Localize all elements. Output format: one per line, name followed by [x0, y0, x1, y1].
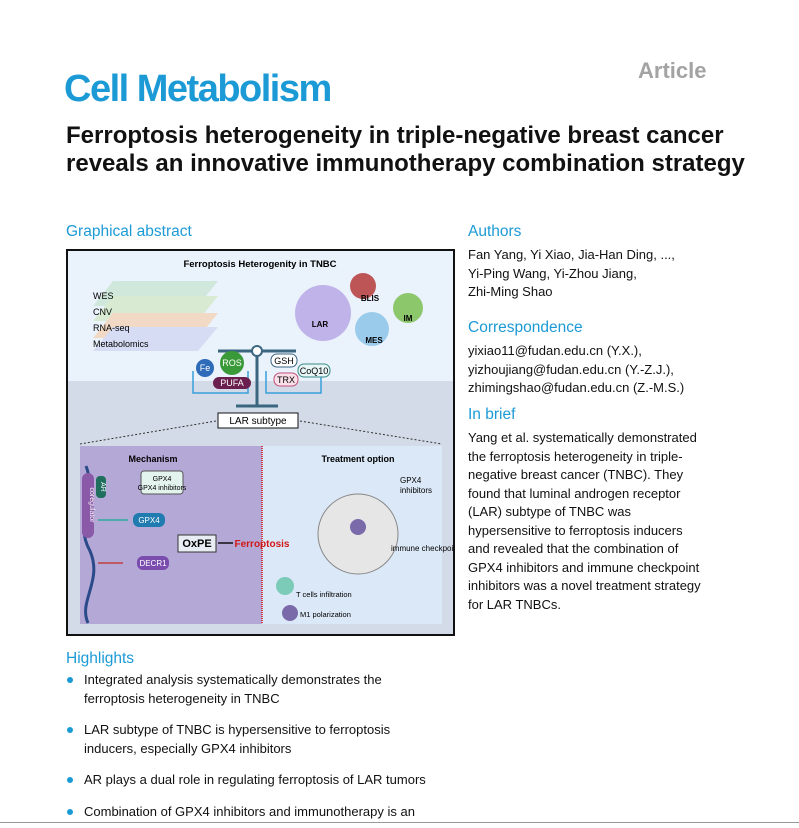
svg-text:DECR1: DECR1: [139, 559, 167, 568]
omics-cnv: CNV: [93, 307, 112, 317]
highlight-item: Combination of GPX4 inhibitors and immun…: [66, 803, 456, 822]
in-brief-heading: In brief: [468, 406, 516, 423]
page-edge-divider: [0, 822, 799, 823]
highlight-item: AR plays a dual role in regulating ferro…: [66, 771, 456, 790]
authors-line: Zhi-Ming Shao: [468, 284, 553, 299]
svg-text:ROS: ROS: [222, 358, 242, 368]
email-link[interactable]: yizhoujiang@fudan.edu.cn (Y.-Z.J.),: [468, 361, 674, 377]
authors-heading: Authors: [468, 223, 522, 240]
graphical-abstract-heading: Graphical abstract: [66, 223, 192, 240]
svg-text:IM: IM: [404, 314, 413, 323]
svg-text:OxPE: OxPE: [182, 538, 211, 550]
svg-text:PUFA: PUFA: [220, 378, 244, 388]
mes-cluster-icon: [355, 312, 389, 346]
omics-metabolomics: Metabolomics: [93, 339, 149, 349]
im-cluster-icon: [393, 293, 423, 323]
ferroptosis-label: Ferroptosis: [234, 539, 289, 550]
svg-text:MES: MES: [365, 336, 383, 345]
svg-text:AR: AR: [99, 482, 106, 492]
svg-text:CoQ10: CoQ10: [300, 366, 329, 376]
svg-text:LAR: LAR: [312, 320, 329, 329]
article-type: Article: [638, 58, 707, 83]
highlight-item: Integrated analysis systematically demon…: [66, 671, 456, 708]
svg-text:GSH: GSH: [274, 356, 294, 366]
svg-text:GPX4: GPX4: [138, 516, 160, 525]
svg-text:TRX: TRX: [277, 375, 295, 385]
svg-text:immune checkpoint blockade: immune checkpoint blockade: [391, 544, 453, 553]
omics-rnaseq: RNA-seq: [93, 323, 130, 333]
lar-subtype-label: LAR subtype: [229, 416, 287, 427]
highlights-list: Integrated analysis systematically demon…: [66, 671, 456, 821]
paper-title: Ferroptosis heterogeneity in triple-nega…: [66, 122, 745, 177]
authors-line: Fan Yang, Yi Xiao, Jia-Han Ding, ...,: [468, 247, 675, 262]
authors-list: Fan Yang, Yi Xiao, Jia-Han Ding, ..., Yi…: [468, 246, 675, 302]
svg-text:coregulator: coregulator: [88, 487, 95, 523]
svg-text:T cells infiltration: T cells infiltration: [296, 590, 352, 599]
journal-name: Cell Metabolism: [64, 68, 332, 110]
graphical-abstract-figure: Ferroptosis Heterogenity in TNBC WES CNV…: [66, 249, 495, 636]
lar-cluster-icon: [295, 285, 351, 341]
svg-text:GPX4: GPX4: [153, 476, 172, 483]
authors-line: Yi-Ping Wang, Yi-Zhou Jiang,: [468, 265, 637, 281]
correspondence-heading: Correspondence: [468, 319, 583, 336]
figure-title: Ferroptosis Heterogenity in TNBC: [183, 259, 336, 270]
highlight-item: LAR subtype of TNBC is hypersensitive to…: [66, 721, 456, 758]
svg-text:Mechanism: Mechanism: [128, 454, 177, 464]
svg-text:Fe: Fe: [200, 363, 211, 373]
highlights-heading: Highlights: [66, 650, 135, 667]
svg-text:GPX4 inhibitors: GPX4 inhibitors: [138, 485, 187, 492]
email-link[interactable]: zhimingshao@fudan.edu.cn (Z.-M.S.): [468, 380, 685, 395]
correspondence-list: yixiao11@fudan.edu.cn (Y.X.), yizhoujian…: [468, 342, 684, 398]
blis-cluster-icon: [350, 273, 376, 299]
omics-wes: WES: [93, 291, 114, 301]
svg-text:BLIS: BLIS: [361, 294, 380, 303]
svg-text:M1 polarization: M1 polarization: [300, 610, 351, 619]
svg-text:Treatment option: Treatment option: [321, 454, 394, 464]
email-link[interactable]: yixiao11@fudan.edu.cn (Y.X.),: [468, 343, 642, 358]
